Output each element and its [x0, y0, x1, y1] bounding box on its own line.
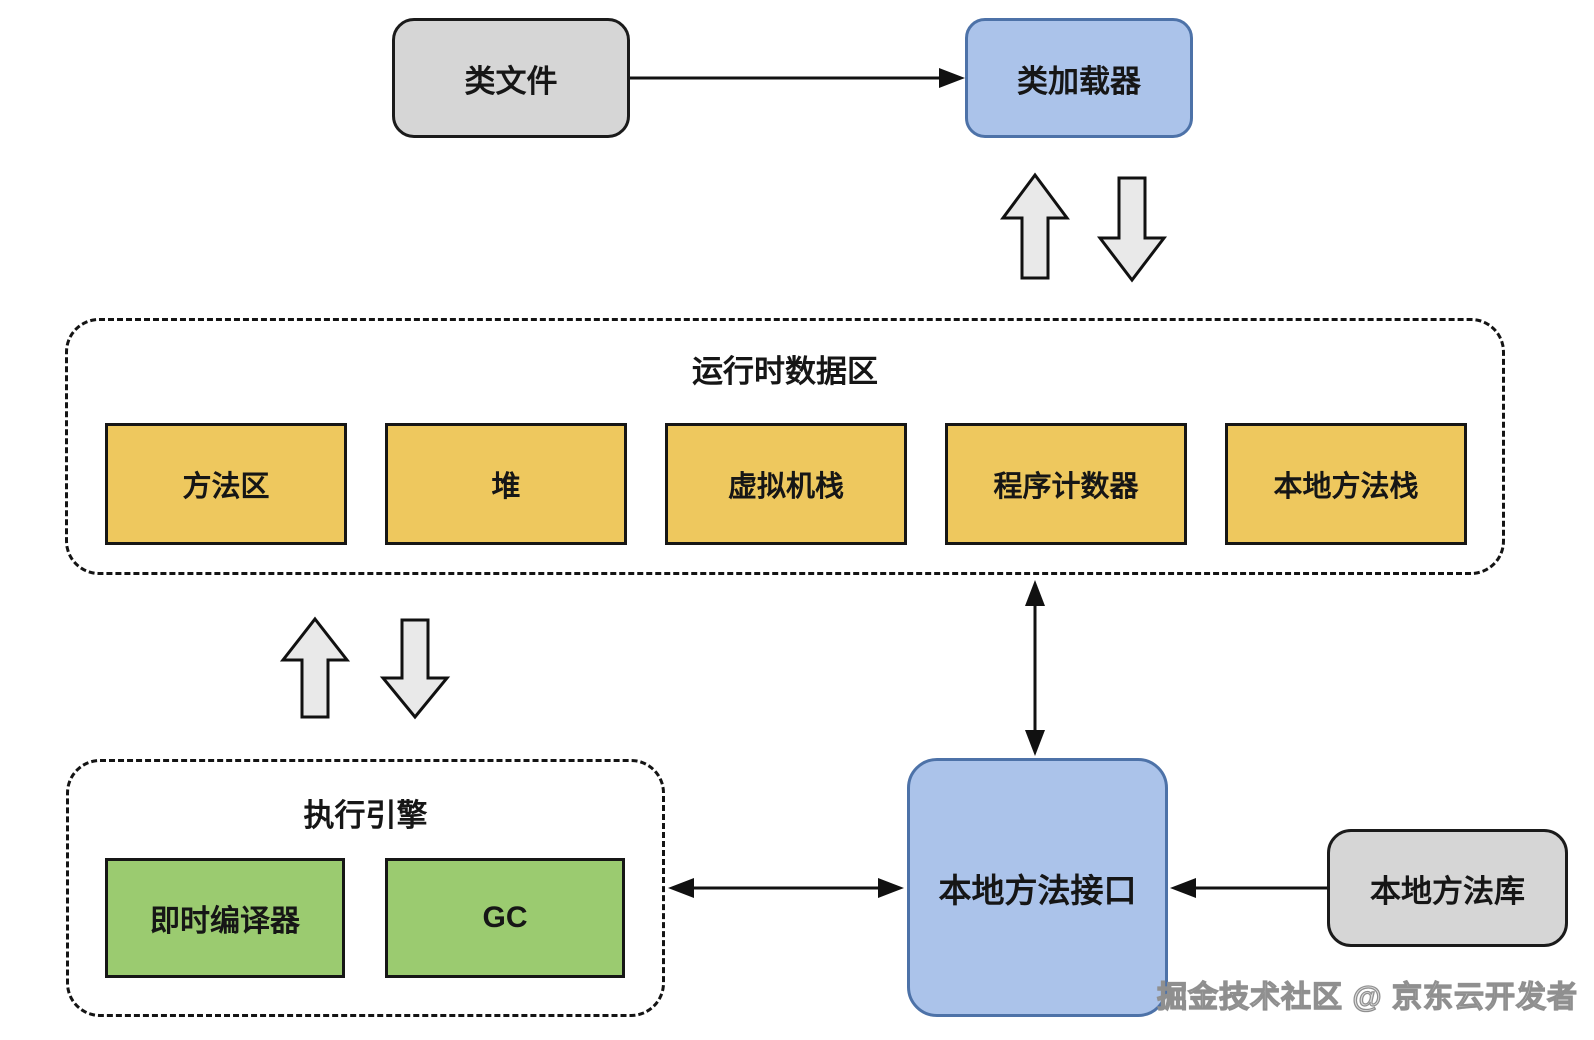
node-class-file-label: 类文件 [464, 63, 558, 99]
group-runtime-data-area-title: 运行时数据区 [692, 354, 878, 389]
node-class-loader: 类加载器 [965, 18, 1193, 138]
node-native-method-interface-label: 本地方法接口 [938, 871, 1137, 909]
arrow-class-file-to-class-loader [630, 68, 965, 88]
block-arrow-down-engine-icon [379, 618, 451, 720]
node-program-counter: 程序计数器 [945, 423, 1187, 545]
block-arrow-up-engine-icon [279, 616, 351, 719]
node-native-method-stack: 本地方法栈 [1225, 423, 1467, 545]
node-heap: 堆 [385, 423, 627, 545]
node-native-method-interface: 本地方法接口 [907, 758, 1168, 1017]
node-method-area: 方法区 [105, 423, 347, 545]
node-jit-compiler-label: 即时编译器 [150, 905, 300, 938]
node-gc: GC [385, 858, 625, 978]
node-program-counter-label: 程序计数器 [993, 471, 1139, 503]
group-runtime-data-area [65, 318, 1505, 575]
node-native-method-library: 本地方法库 [1327, 829, 1568, 947]
node-heap-label: 堆 [491, 471, 521, 503]
arrow-runtime-to-native-interface [1025, 580, 1045, 756]
node-native-method-library-label: 本地方法库 [1370, 873, 1525, 909]
node-vm-stack-label: 虚拟机栈 [727, 471, 844, 503]
block-arrow-up-loader-icon [1000, 172, 1070, 280]
node-vm-stack: 虚拟机栈 [665, 423, 907, 545]
node-method-area-label: 方法区 [182, 471, 270, 503]
group-execution-engine-title: 执行引擎 [303, 798, 428, 833]
arrow-library-to-native-interface [1170, 878, 1327, 898]
block-arrow-down-loader-icon [1096, 176, 1168, 283]
node-class-loader-label: 类加载器 [1017, 63, 1141, 99]
node-native-method-stack-label: 本地方法栈 [1273, 471, 1419, 503]
node-gc-label: GC [482, 901, 528, 934]
watermark-text: 掘金技术社区 @ 京东云开发者 [1156, 980, 1578, 1014]
node-jit-compiler: 即时编译器 [105, 858, 345, 978]
arrow-engine-to-native-interface [668, 878, 904, 898]
node-class-file: 类文件 [392, 18, 630, 138]
group-execution-engine [66, 759, 665, 1017]
